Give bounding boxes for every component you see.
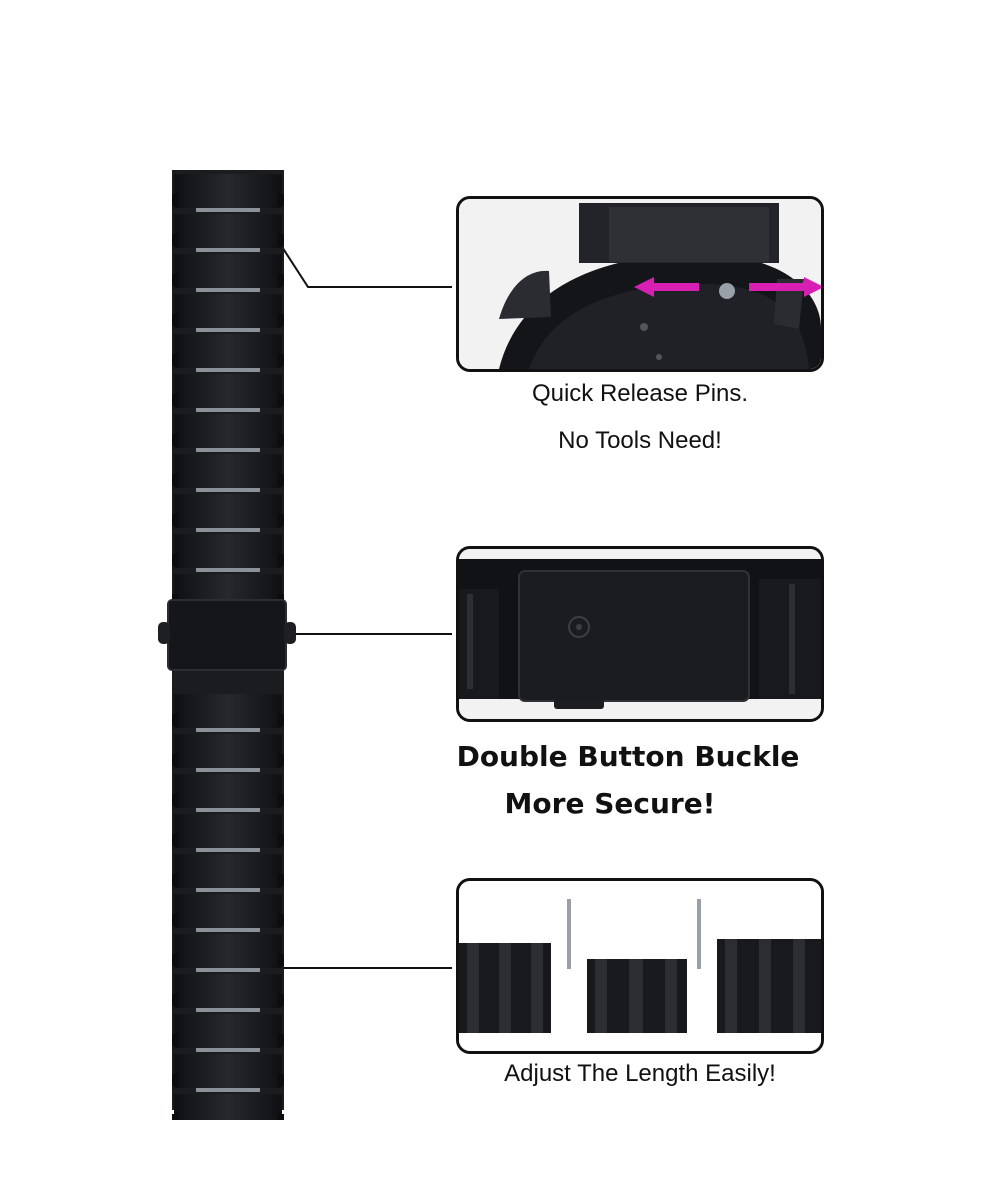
strap-link xyxy=(174,1054,282,1088)
strap-link xyxy=(174,1014,282,1048)
quick-release-caption-1: Quick Release Pins. xyxy=(531,380,749,407)
strap-link-highlight xyxy=(196,888,260,892)
buckle-panel xyxy=(456,546,824,722)
buckle-image xyxy=(459,549,821,719)
strap-link-highlight xyxy=(196,528,260,532)
strap-link xyxy=(174,774,282,808)
strap-link xyxy=(174,974,282,1008)
strap-link xyxy=(174,734,282,768)
strap-link-highlight xyxy=(196,1088,260,1092)
pin-icon xyxy=(719,283,735,299)
strap-link-highlight xyxy=(196,288,260,292)
quick-release-caption-2: No Tools Need! xyxy=(558,427,722,454)
quick-release-image xyxy=(459,199,821,369)
strap-link-highlight xyxy=(196,448,260,452)
strap-link-highlight xyxy=(196,1048,260,1052)
strap-link xyxy=(174,494,282,528)
adjust-length-panel xyxy=(456,878,824,1054)
strap-link-highlight xyxy=(196,328,260,332)
strap-link xyxy=(174,294,282,328)
strap-link xyxy=(174,214,282,248)
strap-link xyxy=(174,814,282,848)
adjust-length-caption: Adjust The Length Easily! xyxy=(504,1060,776,1087)
strap-link xyxy=(174,894,282,928)
pin-icon xyxy=(567,899,571,969)
strap-link-highlight xyxy=(196,408,260,412)
adjust-length-image xyxy=(459,881,821,1051)
strap-link-highlight xyxy=(196,848,260,852)
strap-link-highlight xyxy=(196,728,260,732)
strap-link-highlight xyxy=(196,488,260,492)
strap-link-highlight xyxy=(196,248,260,252)
watch-strap xyxy=(158,170,296,1120)
buckle-caption-2: More Secure! xyxy=(504,787,716,820)
strap-link xyxy=(174,454,282,488)
strap-link xyxy=(174,694,282,728)
strap-link-highlight xyxy=(196,768,260,772)
strap-link xyxy=(174,854,282,888)
strap-link xyxy=(174,254,282,288)
strap-link-highlight xyxy=(196,368,260,372)
double-arrow-icon xyxy=(634,277,699,297)
strap-link xyxy=(174,534,282,568)
quick-release-panel xyxy=(456,196,824,372)
strap-link xyxy=(174,414,282,448)
strap-link-highlight xyxy=(196,208,260,212)
strap-link xyxy=(174,1094,282,1120)
buckle-clasp xyxy=(167,599,287,671)
strap-link-highlight xyxy=(196,968,260,972)
strap-link xyxy=(174,334,282,368)
strap-link xyxy=(174,934,282,968)
strap-link-highlight xyxy=(196,928,260,932)
strap-link-highlight xyxy=(196,1008,260,1012)
strap-link xyxy=(174,374,282,408)
strap-link xyxy=(174,174,282,208)
strap-link-highlight xyxy=(196,808,260,812)
strap-link-highlight xyxy=(196,568,260,572)
buckle-caption-1: Double Button Buckle xyxy=(456,740,800,773)
